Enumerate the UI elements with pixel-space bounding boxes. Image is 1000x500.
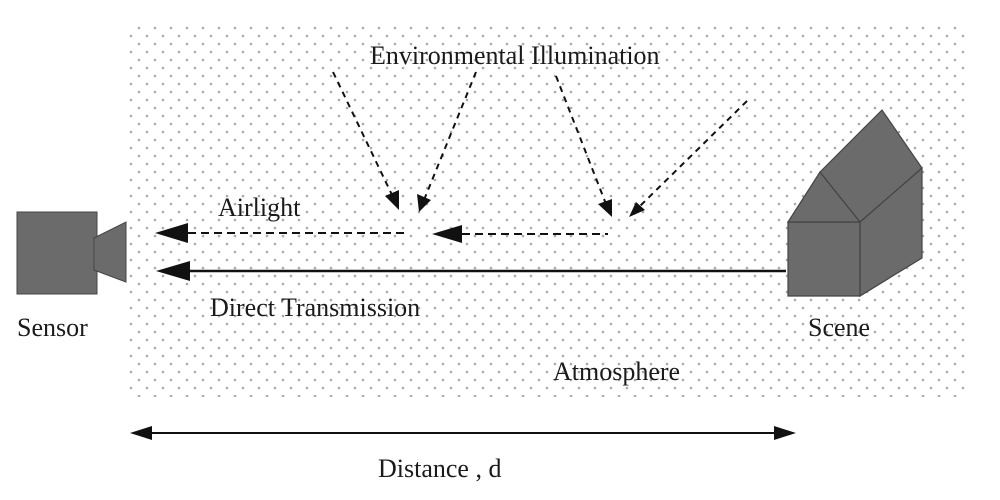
sensor-camera-icon: [16, 211, 127, 295]
sensor-label: Sensor: [17, 313, 88, 342]
illumination-arrow-4: [639, 100, 748, 207]
airlight-label: Airlight: [218, 193, 301, 222]
airlight-arrows: [155, 223, 608, 243]
scene-house-icon: [786, 109, 923, 298]
distance-arrow: [130, 426, 796, 440]
environmental-illumination-label: Environmental Illumination: [370, 41, 660, 70]
illumination-arrow-3: [555, 75, 607, 205]
direct-transmission-arrow: [156, 261, 786, 281]
direct-transmission-label: Direct Transmission: [210, 293, 420, 322]
illumination-arrowheads: [385, 190, 645, 217]
atmosphere-label: Atmosphere: [553, 357, 680, 386]
distance-label: Distance , d: [378, 454, 501, 483]
illumination-arrows: [332, 71, 748, 207]
illumination-arrow-1: [332, 71, 394, 198]
illumination-arrow-2: [423, 71, 477, 201]
scene-label: Scene: [808, 313, 870, 342]
